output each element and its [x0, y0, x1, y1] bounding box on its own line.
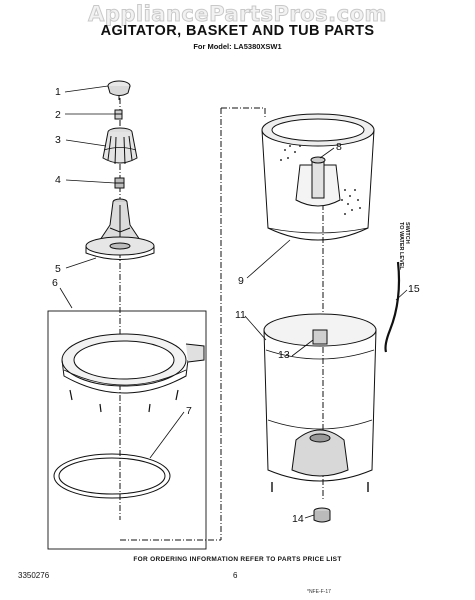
- bolt: [114, 109, 123, 120]
- tub-seal-ring: [53, 453, 171, 499]
- agitator-base: [85, 198, 155, 260]
- wash-basket: [261, 113, 375, 241]
- page-number: 6: [233, 571, 238, 580]
- tub-nut: [313, 507, 331, 523]
- water-level-label-2: SWITCH: [404, 222, 410, 244]
- callout-9: 9: [238, 275, 244, 287]
- callout-4: 4: [55, 174, 61, 186]
- tub-ring-box: [47, 310, 207, 550]
- page-title: AGITATOR, BASKET AND TUB PARTS: [100, 23, 375, 39]
- outer-tub: [263, 313, 377, 492]
- callout-2: 2: [55, 109, 61, 121]
- callout-11: 11: [235, 309, 246, 321]
- callout-14: 14: [292, 513, 304, 525]
- agitator-cap: [107, 80, 131, 100]
- callout-13: 13: [278, 349, 290, 361]
- model-subtitle: For Model: LA5380XSW1: [193, 42, 282, 51]
- callout-1: 1: [55, 86, 61, 98]
- guide-connector-top: [221, 107, 266, 118]
- callout-15: 15: [408, 283, 420, 295]
- callout-3: 3: [55, 134, 61, 146]
- callout-7: 7: [186, 405, 192, 417]
- tub-ring: [61, 333, 205, 413]
- coupling: [114, 177, 125, 189]
- callout-8: 8: [336, 141, 342, 153]
- water-level-label-1: TO WATER LEVEL: [398, 222, 404, 270]
- watermark-logo: AppliancePartsPros.com: [88, 2, 387, 27]
- revision-code: *NFE-F-17: [307, 589, 331, 595]
- callout-6: 6: [52, 277, 58, 289]
- callout-5: 5: [55, 263, 61, 275]
- document-number: 3350276: [18, 571, 50, 580]
- water-level-hose: [384, 261, 401, 353]
- ordering-note: FOR ORDERING INFORMATION REFER TO PARTS …: [133, 556, 342, 563]
- agitator-auger: [102, 127, 138, 165]
